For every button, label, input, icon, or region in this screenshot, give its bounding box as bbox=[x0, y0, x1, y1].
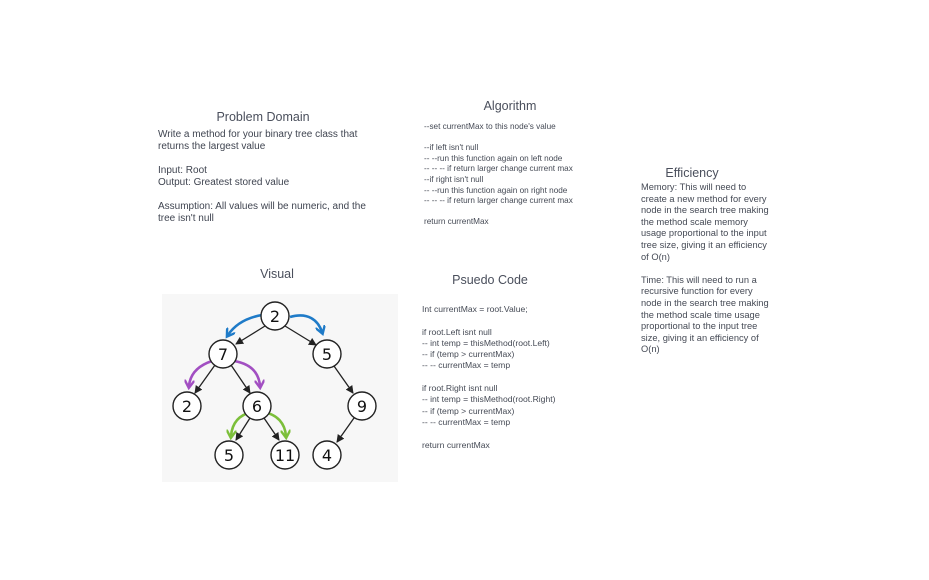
pseudo-code-title: Psuedo Code bbox=[452, 273, 528, 287]
blue-traversal-arrow bbox=[289, 314, 322, 332]
tree-edge bbox=[235, 325, 266, 345]
tree-edge bbox=[235, 417, 251, 441]
tree-node: 2 bbox=[172, 391, 202, 421]
tree-node: 5 bbox=[214, 440, 244, 470]
tree-edge bbox=[333, 365, 354, 394]
tree-edge bbox=[336, 417, 355, 443]
tree-edge bbox=[230, 364, 251, 394]
purple-traversal-arrow bbox=[189, 359, 213, 386]
efficiency-body: Memory: This will need to create a new m… bbox=[641, 182, 769, 355]
node-label: 2 bbox=[270, 307, 280, 326]
tree-node: 4 bbox=[312, 440, 342, 470]
node-label: 2 bbox=[182, 397, 192, 416]
node-label: 6 bbox=[252, 397, 262, 416]
tree-node: 7 bbox=[208, 339, 238, 369]
tree-node: 2 bbox=[260, 301, 290, 331]
problem-domain-title: Problem Domain bbox=[216, 110, 310, 124]
node-label: 5 bbox=[224, 446, 234, 465]
tree-node: 11 bbox=[270, 440, 300, 470]
tree-node: 9 bbox=[347, 391, 377, 421]
problem-domain-body: Write a method for your binary tree clas… bbox=[158, 129, 366, 224]
purple-traversal-arrow bbox=[233, 359, 260, 386]
node-label: 5 bbox=[322, 345, 332, 364]
node-label: 9 bbox=[357, 397, 367, 416]
tree-edge bbox=[263, 417, 280, 441]
algorithm-title: Algorithm bbox=[483, 99, 537, 113]
efficiency-title: Efficiency bbox=[665, 166, 719, 180]
node-label: 11 bbox=[275, 446, 295, 465]
tree-node: 5 bbox=[312, 339, 342, 369]
algorithm-body: --set currentMax to this node's value --… bbox=[424, 122, 573, 227]
node-label: 4 bbox=[322, 446, 332, 465]
tree-edge bbox=[284, 325, 317, 346]
node-label: 7 bbox=[218, 345, 228, 364]
blue-traversal-arrow bbox=[228, 313, 263, 335]
tree-edge bbox=[194, 364, 216, 394]
tree-node: 6 bbox=[242, 391, 272, 421]
pseudo-code-body: Int currentMax = root.Value; if root.Lef… bbox=[422, 304, 556, 450]
visual-title: Visual bbox=[260, 267, 294, 281]
